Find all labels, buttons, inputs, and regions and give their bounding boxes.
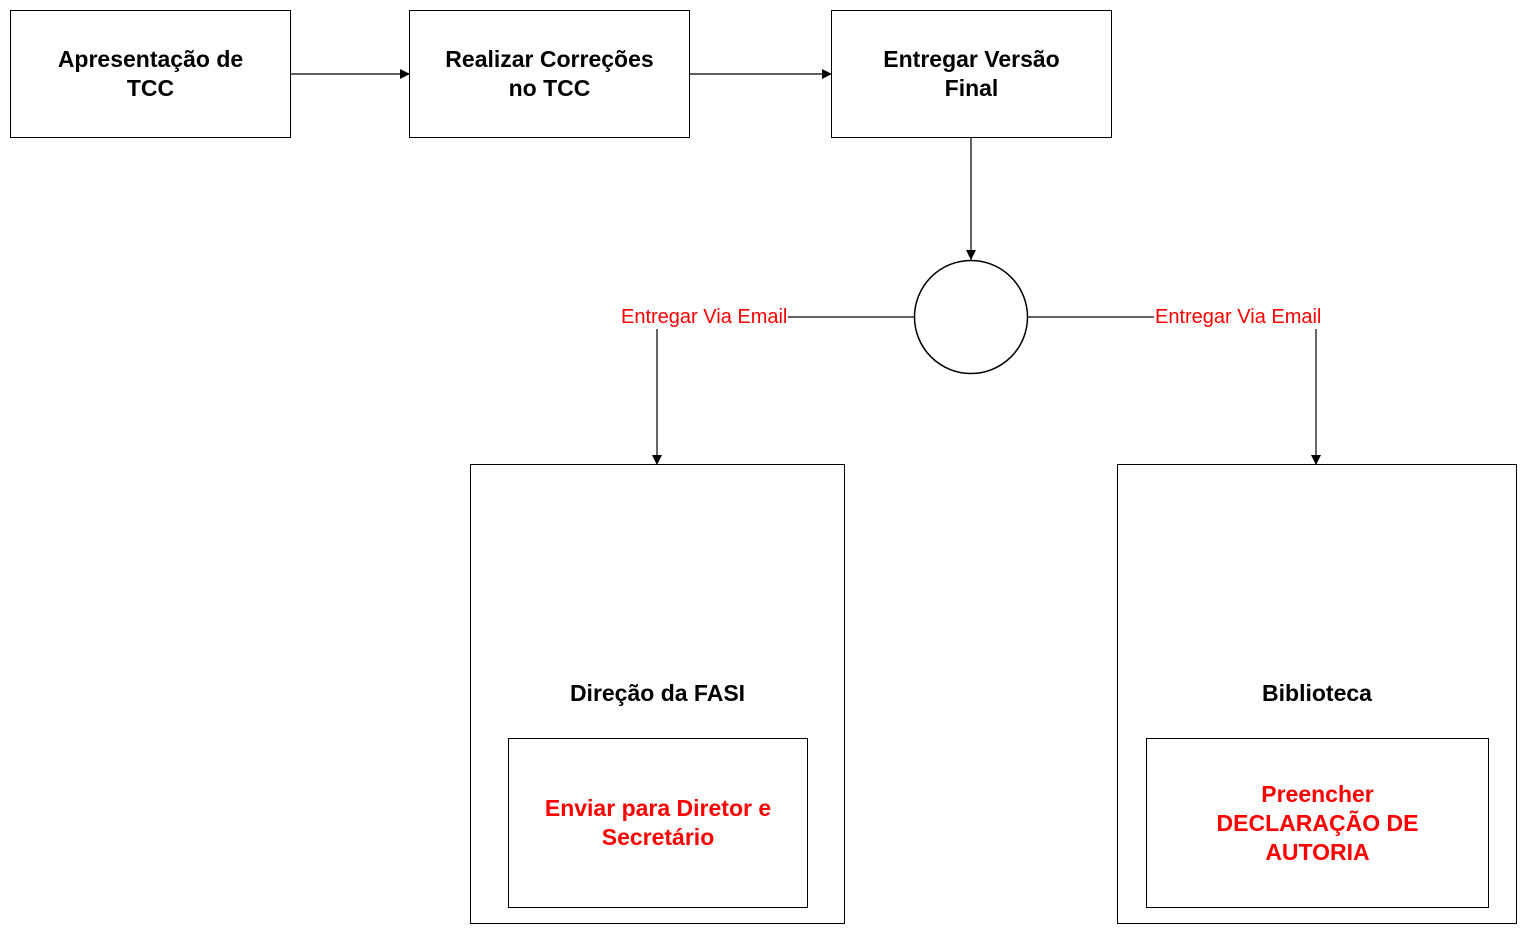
task-declaracao-autoria[interactable]: Preencher DECLARAÇÃO DE AUTORIA (1146, 738, 1489, 908)
task-enviar-diretor[interactable]: Enviar para Diretor e Secretário (508, 738, 808, 908)
pool-biblioteca[interactable]: Biblioteca Preencher DECLARAÇÃO DE AUTOR… (1117, 464, 1517, 924)
arrow-gateway-to-direcao (652, 316, 915, 465)
node-apresentacao-label: Apresentação de TCC (57, 46, 244, 101)
pool-biblioteca-label: Biblioteca (1262, 680, 1372, 706)
node-correcoes-label: Realizar Correções no TCC (445, 46, 654, 101)
node-versao-final-label: Entregar Versão Final (883, 46, 1060, 101)
edge-label-left: Entregar Via Email (620, 305, 789, 329)
gateway-circle (913, 259, 1029, 375)
task-declaracao-autoria-label: Preencher DECLARAÇÃO DE AUTORIA (1216, 780, 1419, 865)
node-apresentacao[interactable]: Apresentação de TCC (10, 10, 291, 138)
pool-direcao[interactable]: Direção da FASI Enviar para Diretor e Se… (470, 464, 845, 924)
task-enviar-diretor-label: Enviar para Diretor e Secretário (544, 795, 772, 850)
pool-direcao-label: Direção da FASI (569, 680, 746, 706)
node-correcoes[interactable]: Realizar Correções no TCC (409, 10, 690, 138)
node-versao-final[interactable]: Entregar Versão Final (831, 10, 1112, 138)
edge-label-right: Entregar Via Email (1154, 305, 1323, 329)
arrow-gateway-to-biblioteca (1028, 316, 1321, 465)
